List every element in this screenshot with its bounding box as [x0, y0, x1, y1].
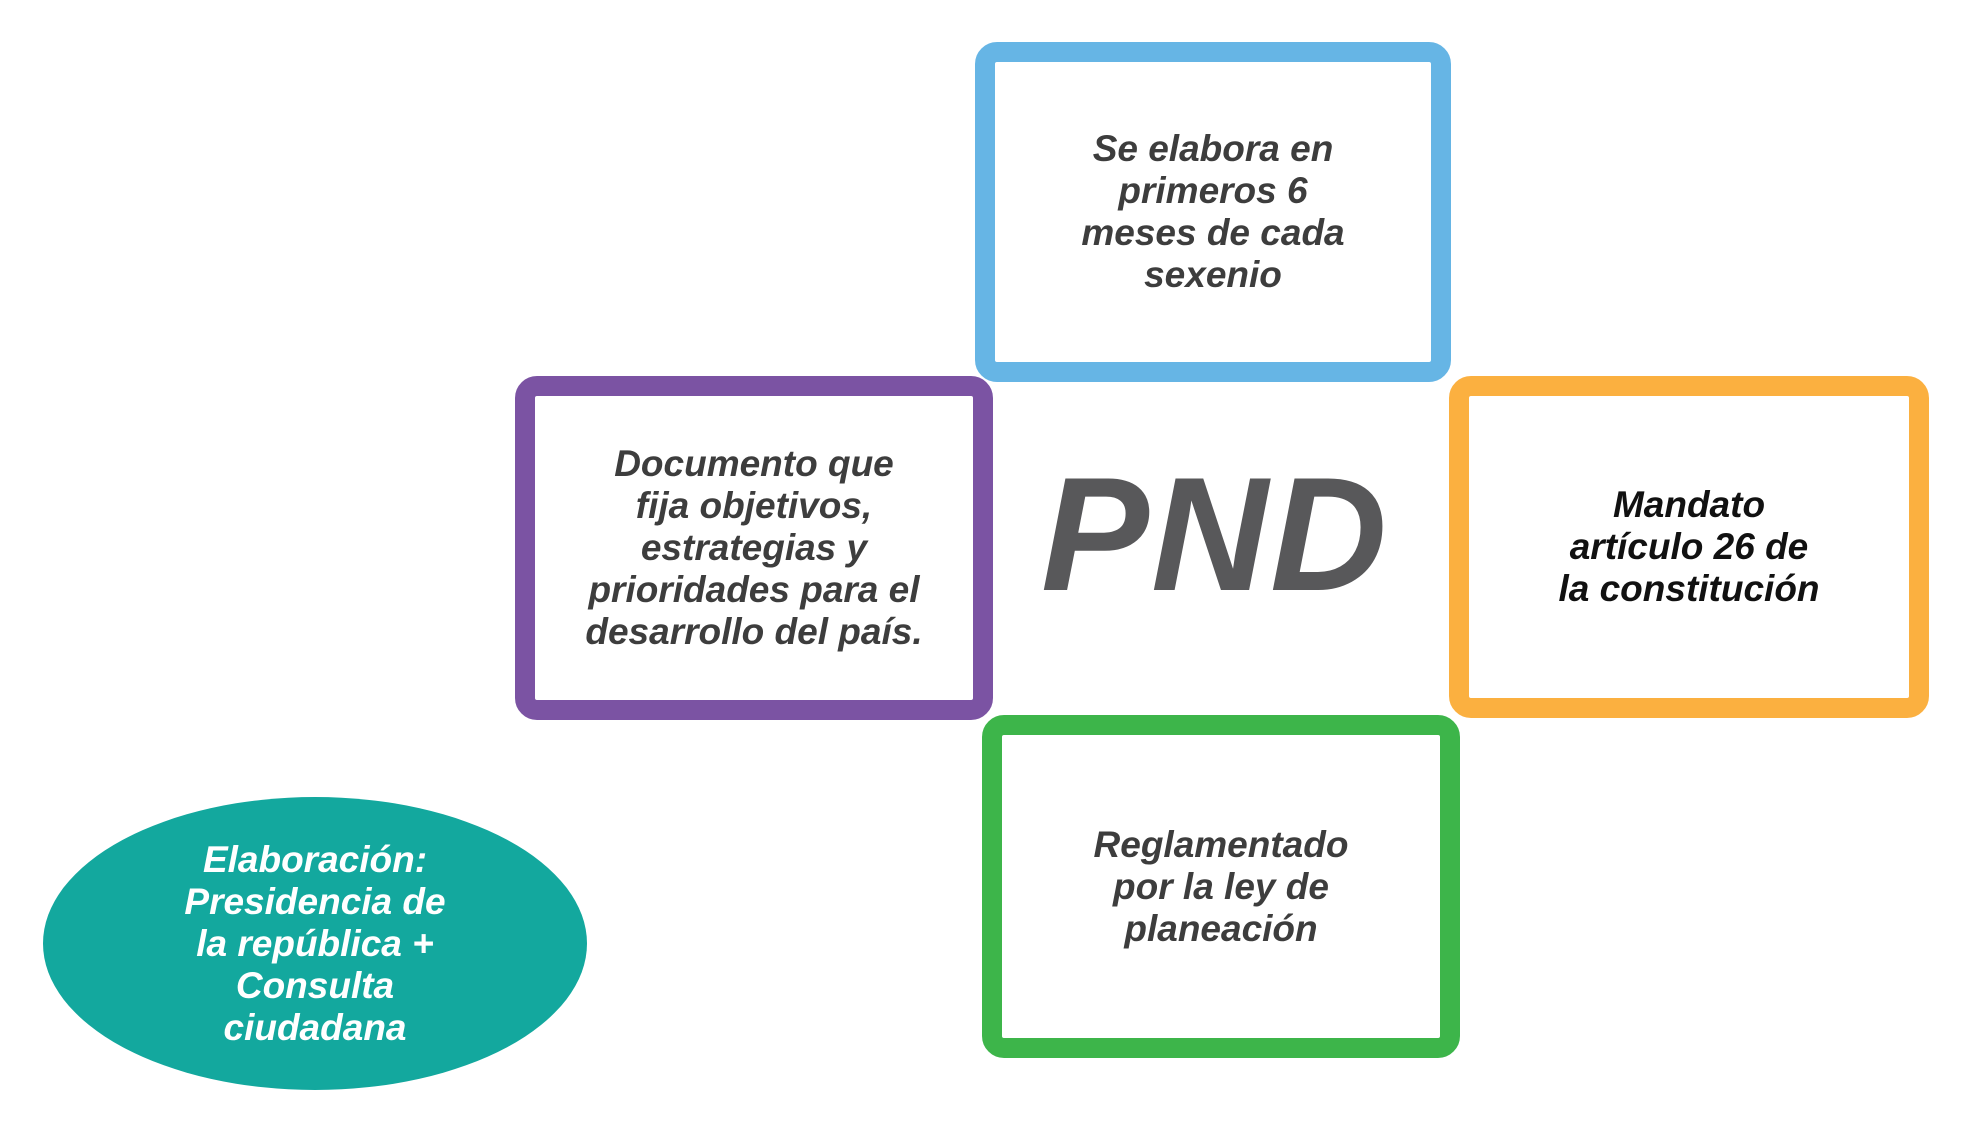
card-regulation: Reglamentado por la ley de planeación — [982, 715, 1460, 1058]
elaboration-oval-text: Elaboración: Presidencia de la república… — [184, 838, 446, 1048]
card-constitutional-mandate: Mandato artículo 26 de la constitución — [1449, 376, 1929, 718]
center-title: PND — [1040, 444, 1390, 625]
card-elaboration-period: Se elabora en primeros 6 meses de cada s… — [975, 42, 1451, 382]
card-document-definition-text: Documento que fija objetivos, estrategia… — [585, 443, 923, 652]
elaboration-oval: Elaboración: Presidencia de la república… — [43, 797, 587, 1090]
card-constitutional-mandate-text: Mandato artículo 26 de la constitución — [1558, 484, 1820, 609]
card-document-definition: Documento que fija objetivos, estrategia… — [515, 376, 993, 720]
card-regulation-text: Reglamentado por la ley de planeación — [1093, 823, 1349, 949]
card-elaboration-period-text: Se elabora en primeros 6 meses de cada s… — [1081, 128, 1345, 295]
